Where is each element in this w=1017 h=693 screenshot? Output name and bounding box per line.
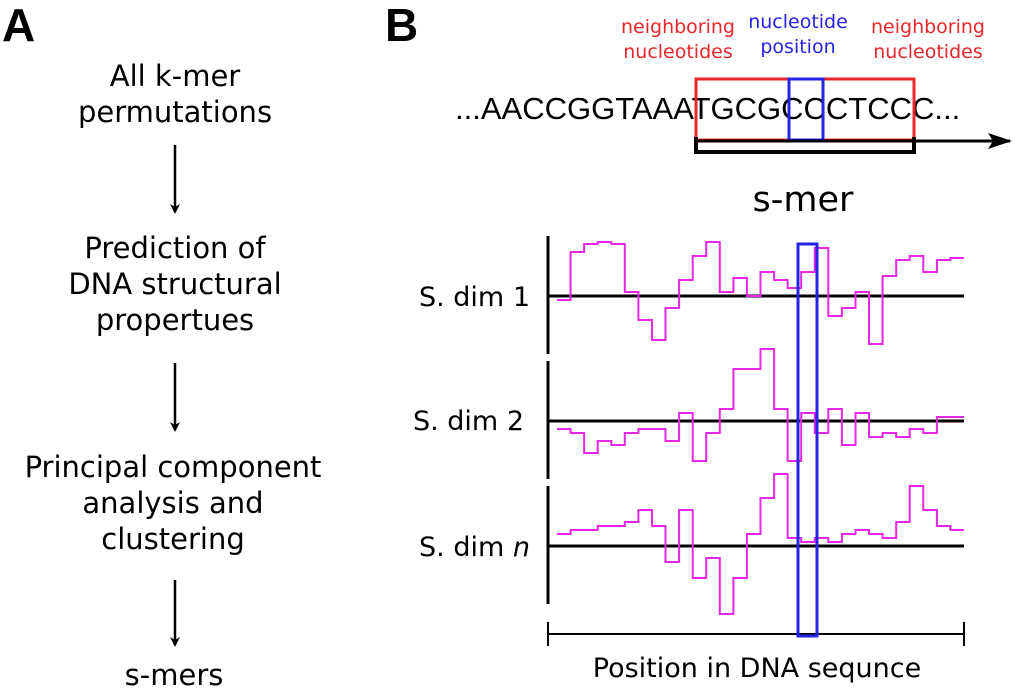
seq-center: G: [757, 91, 782, 126]
smer-label: s-mer: [752, 180, 854, 220]
neighbor-left-label: neighboring nucleotides: [621, 16, 735, 63]
position-box: [787, 77, 825, 142]
position-highlight-column: [796, 242, 819, 638]
seq-before: ...AACCGGTAA: [455, 91, 674, 126]
trace-series-3: [557, 473, 964, 615]
step-smers: s-mers: [124, 658, 224, 692]
trace-series-1: [557, 241, 964, 345]
trace-series-2: [557, 348, 964, 462]
neighbor-right-label: neighboring nucleotides: [871, 16, 985, 63]
x-axis-label: Position in DNA sequnce: [592, 653, 922, 684]
panel-b-label: B: [385, 0, 419, 51]
right-window-box: [821, 77, 916, 142]
dim-label-n: S. dim n: [419, 532, 530, 563]
step-pca-clustering: Principal component analysis and cluster…: [24, 450, 322, 556]
step-kmer-permutations: All k-mer permutations: [77, 59, 273, 129]
seq-left-window: ATGC: [673, 91, 757, 126]
panel-a-label: A: [2, 0, 36, 51]
dim-label-1: S. dim 1: [418, 282, 530, 313]
dim-label-2: S. dim 2: [412, 406, 524, 437]
nucleotide-position-label: nucleotide position: [748, 11, 848, 58]
smer-bracket: [694, 137, 916, 154]
step-structure-prediction: Prediction of DNA structural propertues: [68, 231, 282, 337]
left-window-box: [694, 77, 791, 142]
